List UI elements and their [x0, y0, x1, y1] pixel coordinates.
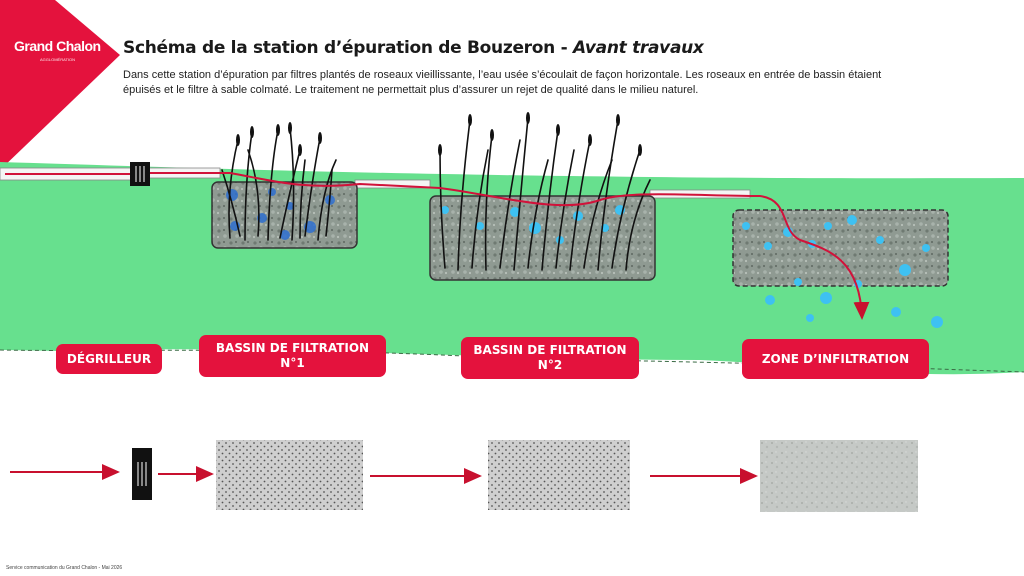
- reeds-basin-1: [221, 127, 337, 241]
- page-title: Schéma de la station d’épuration de Bouz…: [123, 38, 704, 58]
- label-bassin-2: BASSIN DE FILTRATION N°2: [461, 337, 639, 379]
- filter-block-1: [216, 440, 363, 510]
- degrilleur-bottom-icon: [132, 448, 152, 500]
- water-drops-basin-2: [441, 205, 625, 244]
- label-infiltration: ZONE D’INFILTRATION: [742, 339, 929, 379]
- filter-block-2: [488, 440, 630, 510]
- degrilleur-icon: [130, 162, 150, 186]
- logo-background: [0, 0, 120, 170]
- water-drops-infiltration: [742, 215, 943, 328]
- label-bassin-1: BASSIN DE FILTRATION N°1: [199, 335, 386, 377]
- label-degrilleur: DÉGRILLEUR: [56, 344, 162, 374]
- reed-heads: [236, 112, 642, 156]
- logo-tagline: AGGLOMÉRATION: [40, 57, 76, 62]
- infiltration-block: [760, 440, 918, 512]
- description: Dans cette station d’épuration par filtr…: [123, 69, 882, 96]
- footer-credit: Service communication du Grand Chalon - …: [6, 565, 123, 571]
- title-subtitle: Avant travaux: [572, 38, 704, 58]
- flow-line-top: [5, 172, 862, 318]
- logo: Grand Chalon: [14, 38, 101, 54]
- title-main: Schéma de la station d’épuration de Bouz…: [123, 38, 573, 58]
